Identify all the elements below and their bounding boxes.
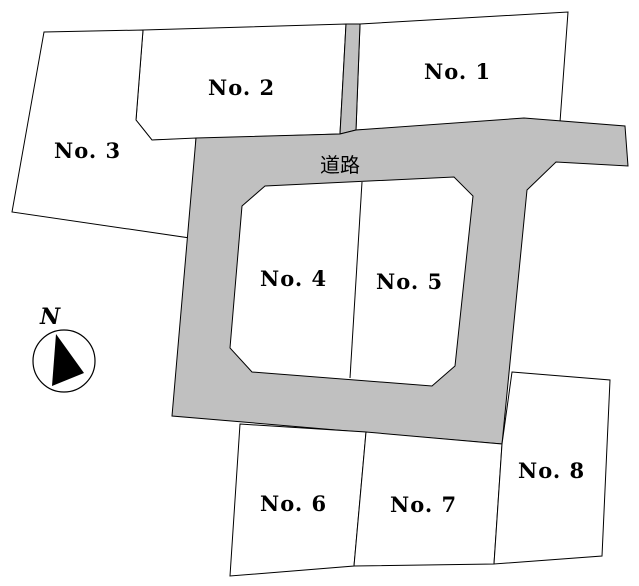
lot-3-parcel (11, 29, 197, 239)
road-label: 道路 (320, 153, 360, 177)
lot-6-label: No. 6 (260, 491, 327, 516)
central-block (229, 176, 474, 387)
north-letter: N (39, 304, 61, 330)
north-arrow-icon: N (32, 304, 96, 393)
lot-2-label: No. 2 (208, 75, 275, 100)
lot-4-5-boundary (349, 181, 363, 379)
lot-3-label: No. 3 (54, 138, 121, 163)
lot-7-label: No. 7 (390, 492, 457, 517)
lot-5-label: No. 5 (376, 269, 443, 294)
lot-4-label: No. 4 (260, 266, 327, 291)
lot-8-parcel (493, 371, 611, 565)
lot-8-label: No. 8 (518, 458, 585, 483)
lot-1-label: No. 1 (424, 59, 491, 84)
